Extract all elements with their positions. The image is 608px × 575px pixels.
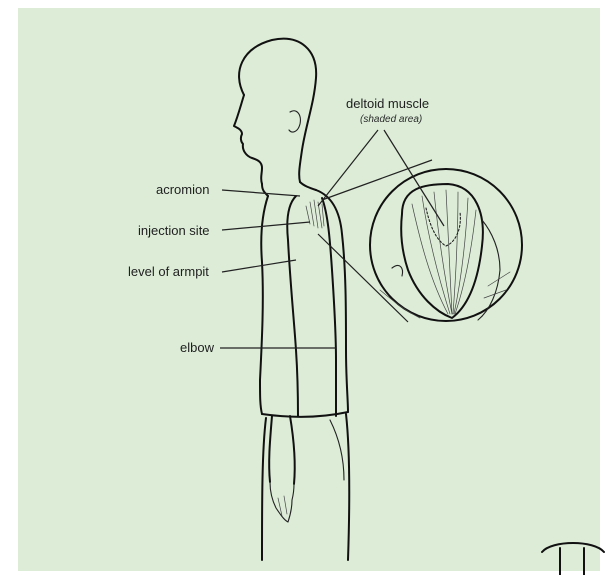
- label-level-of-armpit: level of armpit: [128, 264, 209, 279]
- ear-outline: [289, 111, 300, 132]
- neck-front: [262, 184, 268, 196]
- corner-mark: [542, 543, 604, 575]
- label-acromion: acromion: [156, 182, 209, 197]
- buttock-line: [330, 420, 344, 480]
- magnified-deltoid: [380, 184, 510, 320]
- label-injection-site: injection site: [138, 223, 210, 238]
- label-shaded-area: (shaded area): [360, 114, 422, 125]
- torso-front-outline: [260, 196, 268, 414]
- label-elbow: elbow: [180, 340, 215, 355]
- arm-outline-back: [322, 198, 336, 416]
- leader-deltoid-to-shoulder: [318, 130, 378, 206]
- arm-outline-front: [287, 196, 298, 416]
- leader-level-of-armpit: [222, 260, 296, 272]
- forearm-back: [290, 416, 295, 484]
- forearm-front: [269, 416, 272, 482]
- leader-acromion: [222, 190, 300, 196]
- head-outline: [239, 39, 316, 182]
- torso-back-outline: [316, 190, 348, 412]
- face-profile: [234, 95, 262, 184]
- leg-back: [346, 414, 349, 560]
- injection-site-shading: [306, 200, 324, 228]
- leg-front: [262, 418, 266, 560]
- label-deltoid-muscle: deltoid muscle: [346, 96, 429, 111]
- zoom-connector-bottom: [318, 234, 408, 322]
- neck-back: [300, 182, 316, 190]
- leader-injection-site: [222, 222, 310, 230]
